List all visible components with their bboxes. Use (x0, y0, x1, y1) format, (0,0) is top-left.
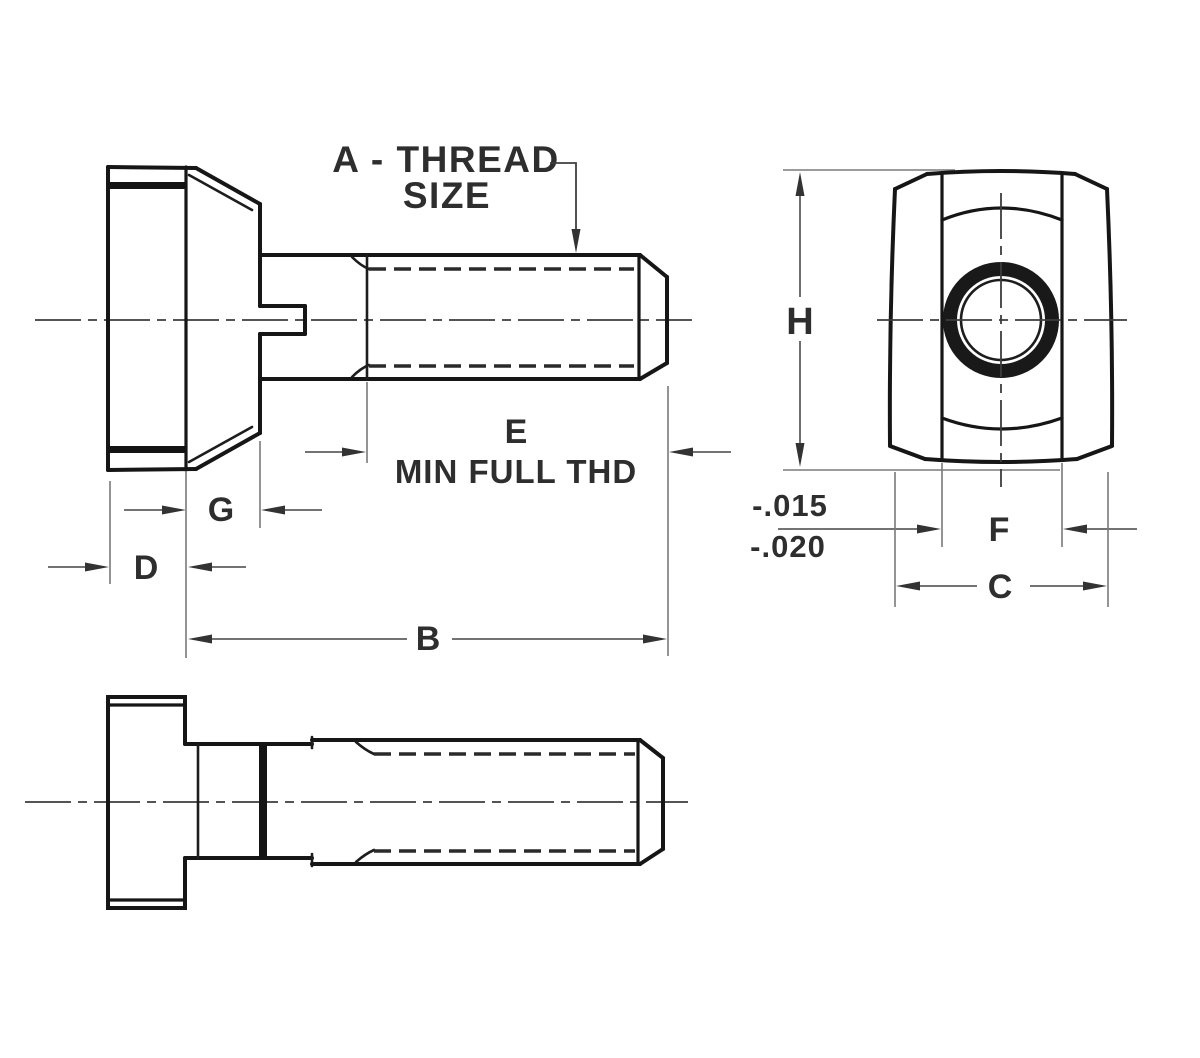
side-view: A - THREAD SIZE G D (35, 139, 731, 658)
dim-b-label: B (416, 620, 443, 658)
dim-h-label: H (786, 301, 813, 343)
bolt-head-rotated (106, 695, 187, 910)
rotated-side-view (25, 695, 688, 910)
dim-d-label: D (134, 549, 161, 587)
dimension-f: F -.015 -.020 (750, 463, 1137, 564)
bolt-head-end (877, 169, 1127, 487)
bolt-shaft-side (258, 253, 669, 381)
dimension-d: D (48, 472, 246, 658)
bolt-head-side (106, 165, 307, 472)
thread-size-callout: A - THREAD SIZE (332, 139, 581, 253)
head-slot-profile (258, 304, 307, 336)
thread-size-leader-arrow (571, 229, 581, 253)
end-view: H F -.015 -.020 C (750, 169, 1137, 607)
dim-e-label: E (505, 413, 530, 451)
thread-size-label-line2: SIZE (403, 175, 491, 216)
min-full-thread-note: MIN FULL THD (395, 453, 637, 490)
slot-edge-line (259, 745, 267, 858)
dimension-h: H (786, 172, 814, 467)
dim-g-label: G (208, 491, 236, 529)
dimension-g: G (124, 441, 322, 529)
thread-size-label-line1: A - THREAD (332, 139, 559, 180)
thread-size-leader-line (550, 162, 577, 248)
dimension-b: B (188, 386, 669, 658)
dim-c-label: C (988, 568, 1015, 606)
bolt-shaft-rotated (183, 735, 665, 868)
dimension-e: E MIN FULL THD (305, 382, 731, 490)
dim-f-label: F (989, 511, 1012, 549)
dimension-c: C (894, 472, 1109, 607)
tolerance-lower: -.020 (750, 529, 826, 564)
tolerance-upper: -.015 (752, 488, 828, 523)
